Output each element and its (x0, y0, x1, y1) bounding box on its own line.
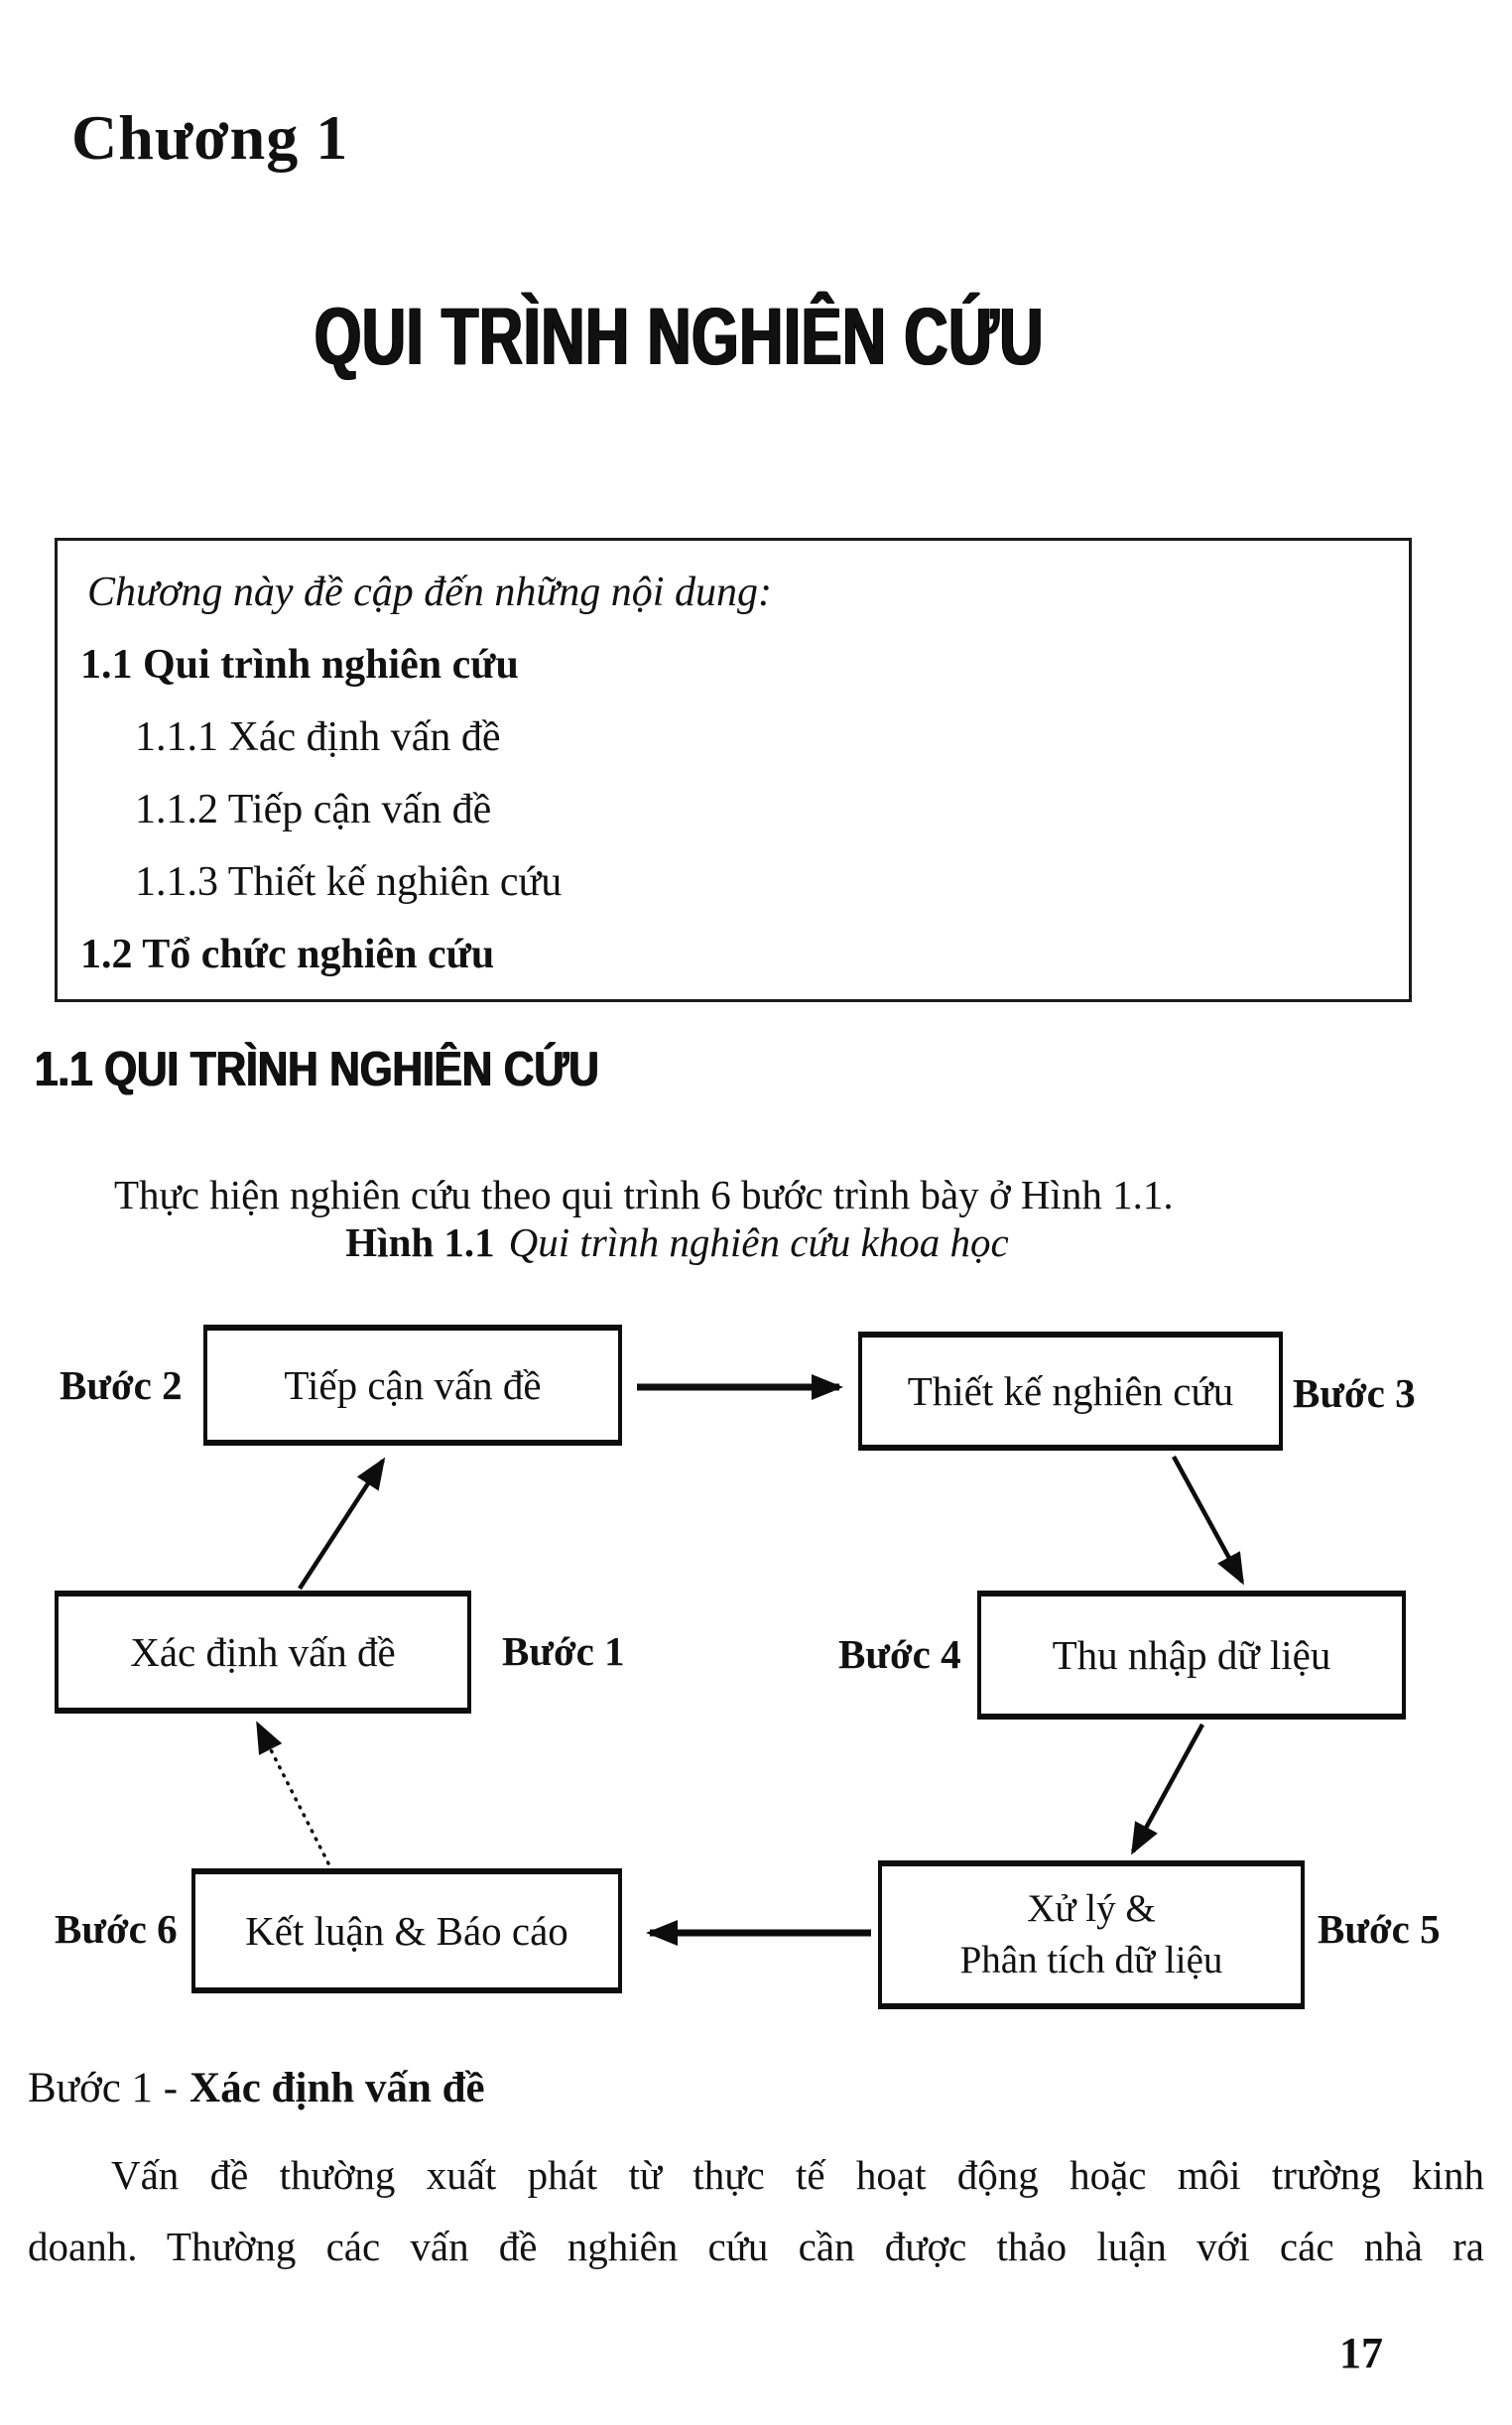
step-label-buoc-3: Bước 3 (1293, 1370, 1416, 1416)
step1-heading-term: Xác định vấn đề (189, 2065, 485, 2111)
step1-heading: Bước 1 -Xác định vấn đề (28, 2064, 485, 2112)
figure-caption: Hình 1.1 Qui trình nghiên cứu khoa học (0, 1218, 1354, 1266)
step-label-buoc-2: Bước 2 (60, 1362, 183, 1408)
flow-box-xu-ly-phan-tich: Xử lý & Phân tích dữ liệu (878, 1860, 1305, 2009)
flow-box-ket-luan-bao-cao: Kết luận & Báo cáo (191, 1868, 622, 1993)
step-label-buoc-4: Bước 4 (838, 1631, 961, 1677)
contents-item-1-1-3: 1.1.3 Thiết kế nghiên cứu (135, 859, 563, 905)
contents-item-1-2: 1.2 Tổ chức nghiên cứu (80, 932, 495, 977)
step-label-buoc-6: Bước 6 (55, 1906, 178, 1952)
figure-caption-label: Hình 1.1 (345, 1219, 495, 1265)
flow-box-thu-nhap-du-lieu: Thu nhập dữ liệu (977, 1591, 1406, 1720)
section-heading: 1.1 QUI TRÌNH NGHIÊN CỨU (35, 1042, 691, 1097)
flow-box-thiet-ke-nghien-cuu: Thiết kế nghiên cứu (858, 1332, 1283, 1451)
arrow-step1-to-step2 (298, 1457, 386, 1591)
section-intro-paragraph: Thực hiện nghiên cứu theo qui trình 6 bư… (114, 1172, 1174, 1217)
contents-item-1-1-2: 1.1.2 Tiếp cận vấn đề (135, 787, 492, 832)
flowchart-arrows (256, 1374, 1244, 1946)
paragraph-line-2: doanh. Thường các vấn đề nghiên cứu cần … (28, 2224, 1484, 2269)
contents-intro: Chương này đề cập đến những nội dung: (87, 570, 772, 615)
flow-box-tiep-can-van-de: Tiếp cận vấn đề (203, 1325, 622, 1446)
figure-caption-text: Qui trình nghiên cứu khoa học (508, 1219, 1009, 1265)
arrow-step6-to-step1-dotted (256, 1721, 330, 1865)
contents-item-1-1: 1.1 Qui trình nghiên cứu (80, 642, 519, 688)
arrow-step4-to-step5 (1131, 1723, 1204, 1855)
arrow-step3-to-step4 (1172, 1455, 1244, 1586)
flow-box-xac-dinh-van-de: Xác định vấn đề (55, 1591, 471, 1714)
page-number: 17 (1339, 2329, 1383, 2377)
flowchart: Tiếp cận vấn đề Thiết kế nghiên cứu Xác … (0, 1290, 1512, 2074)
section-heading-text: 1.1 QUI TRÌNH NGHIÊN CỨU (35, 1043, 599, 1096)
contents-box: Chương này đề cập đến những nội dung: 1.… (55, 538, 1412, 1002)
page-title-text: QUI TRÌNH NGHIÊN CỨU (315, 291, 1045, 383)
contents-item-1-1-1: 1.1.1 Xác định vấn đề (135, 714, 501, 760)
paragraph-line-1: Vấn đề thường xuất phát từ thực tế hoạt … (111, 2152, 1484, 2198)
step1-paragraph: Vấn đề thường xuất phát từ thực tế hoạt … (28, 2139, 1484, 2282)
chapter-heading: Chương 1 (71, 102, 349, 173)
step-label-buoc-5: Bước 5 (1318, 1906, 1441, 1952)
step1-heading-prefix: Bước 1 - (28, 2065, 179, 2111)
step-label-buoc-1: Bước 1 (502, 1628, 625, 1674)
page-title: QUI TRÌNH NGHIÊN CỨU (0, 292, 1359, 383)
